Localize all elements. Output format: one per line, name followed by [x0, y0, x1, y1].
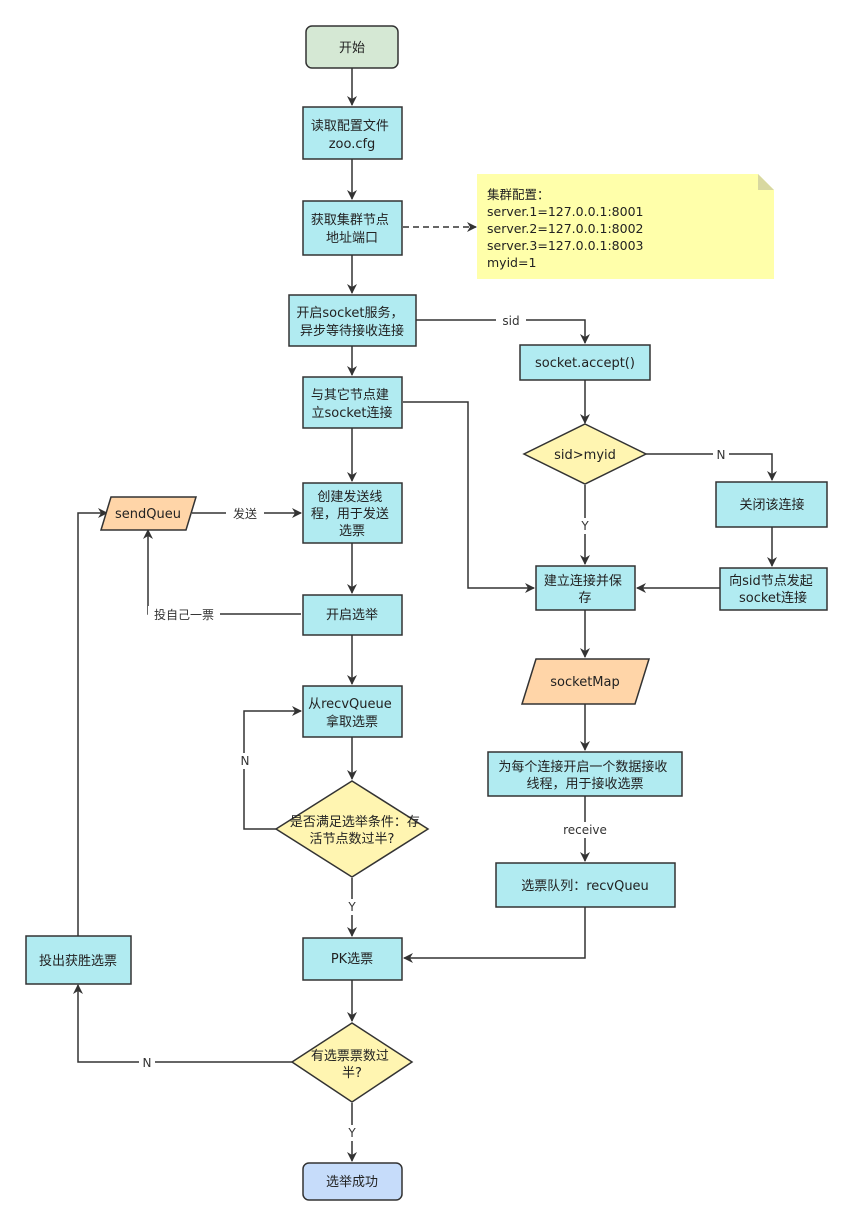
edge-others-build [403, 401, 535, 593]
edge-socket-accept [416, 319, 590, 344]
node-recv-thread[interactable]: 为每个连接开启一个数据接收 线程，用于接收选票 [487, 751, 683, 797]
node-get-cluster[interactable]: 获取集群节点 地址端口 [302, 200, 403, 256]
node-check-condition-label: 是否满足选举条件：存 活节点数过半? [290, 814, 424, 847]
edge-over-cast-n [73, 984, 292, 1063]
node-cast-winner-label: 投出获胜选票 [39, 953, 117, 969]
node-over-half[interactable]: 有选票票数过 半? [290, 1022, 414, 1103]
edge-elect-sendq [143, 529, 301, 615]
node-socket-map[interactable]: socketMap [520, 658, 651, 705]
edge-check-take-n [243, 706, 302, 830]
node-read-config-label: 读取配置文件 zoo.cfg [311, 119, 393, 152]
node-pk-vote-label: PK选票 [331, 952, 373, 967]
node-socket-accept-label: socket.accept() [535, 356, 635, 371]
edge-label-sid-n: N [717, 448, 726, 462]
edge-recvq-pk [403, 907, 586, 963]
node-sid-check[interactable]: sid>myid [522, 423, 648, 485]
node-take-vote-label: 从recvQueue 拿取选票 [308, 697, 396, 730]
edge-label-check-y: Y [347, 900, 356, 914]
node-open-socket[interactable]: 开启socket服务， 异步等待接收连接 [288, 294, 417, 347]
node-get-cluster-label: 获取集群节点 地址端口 [311, 212, 393, 246]
node-send-queue[interactable]: sendQueu [99, 496, 198, 531]
edge-label-over-y: Y [347, 1126, 356, 1140]
edge-cast-sendq [77, 508, 108, 936]
node-start[interactable]: 开始 [305, 25, 399, 69]
node-start-label: 开始 [339, 41, 365, 56]
edge-label-check-n: N [241, 754, 250, 768]
node-check-condition[interactable]: 是否满足选举条件：存 活节点数过半? [274, 780, 430, 878]
node-start-election[interactable]: 开启选举 [302, 594, 403, 636]
node-socket-accept[interactable]: socket.accept() [519, 344, 651, 381]
node-close-conn-label: 关闭该连接 [739, 497, 804, 513]
node-over-half-label: 有选票票数过 半? [311, 1049, 393, 1081]
node-create-send-thread-label: 创建发送线 程，用于发送 选票 [311, 489, 393, 539]
edge-label-vote-self: 投自己一票 [154, 607, 214, 622]
node-recv-queue[interactable]: 选票队列：recvQueu [495, 862, 676, 908]
edge-label-sid-y: Y [580, 519, 589, 533]
node-build-save-label: 建立连接并保 存 [544, 573, 626, 606]
node-open-socket-label: 开启socket服务， 异步等待接收连接 [296, 305, 407, 339]
edge-labels: 发送 投自己一票 sid N Y N Y N Y receive [139, 313, 729, 1141]
edge-label-send: 发送 [233, 506, 257, 521]
edge-label-sid: sid [502, 314, 519, 328]
node-recv-queue-label: 选票队列：recvQueu [521, 879, 649, 894]
node-socket-map-label: socketMap [550, 675, 619, 690]
node-read-config[interactable]: 读取配置文件 zoo.cfg [302, 106, 403, 160]
node-connect-sid-label: 向sid节点发起 socket连接 [729, 573, 817, 606]
edge-label-over-n: N [143, 1056, 152, 1070]
node-create-send-thread[interactable]: 创建发送线 程，用于发送 选票 [302, 482, 403, 544]
note-cluster-config: 集群配置： server.1=127.0.0.1:8001 server.2=1… [477, 174, 774, 279]
node-pk-vote[interactable]: PK选票 [302, 937, 403, 981]
node-start-election-label: 开启选举 [326, 608, 378, 623]
nodes: 开始 读取配置文件 zoo.cfg 获取集群节点 地址端口 开启socket服务… [25, 25, 828, 1201]
node-connect-sid[interactable]: 向sid节点发起 socket连接 [719, 567, 828, 611]
edge-sid-close-n [646, 453, 777, 481]
edge-label-receive: receive [563, 823, 607, 837]
node-send-queue-label: sendQueu [115, 507, 181, 522]
node-connect-others[interactable]: 与其它节点建 立socket连接 [302, 376, 403, 429]
node-recv-thread-label: 为每个连接开启一个数据接收 线程，用于接收选票 [498, 759, 671, 792]
node-cast-winner[interactable]: 投出获胜选票 [25, 935, 132, 985]
note-cluster-config-text: 集群配置： server.1=127.0.0.1:8001 server.2=1… [487, 187, 647, 270]
node-success[interactable]: 选举成功 [302, 1162, 403, 1201]
node-take-vote[interactable]: 从recvQueue 拿取选票 [302, 685, 403, 738]
node-connect-others-label: 与其它节点建 立socket连接 [311, 387, 393, 421]
node-build-save[interactable]: 建立连接并保 存 [535, 565, 636, 611]
node-sid-check-label: sid>myid [554, 448, 616, 463]
node-close-conn[interactable]: 关闭该连接 [715, 481, 828, 528]
node-success-label: 选举成功 [326, 1175, 378, 1190]
